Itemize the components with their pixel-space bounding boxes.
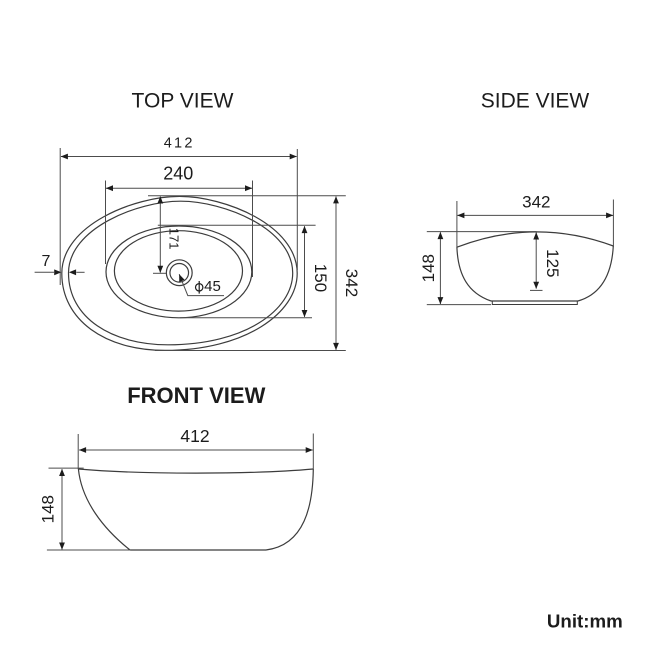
svg-text:45: 45 <box>204 278 221 295</box>
svg-text:SIDE VIEW: SIDE VIEW <box>481 90 590 113</box>
svg-text:148: 148 <box>419 254 438 282</box>
svg-text:7: 7 <box>42 253 51 270</box>
svg-text:FRONT VIEW: FRONT VIEW <box>127 383 265 408</box>
svg-text:342: 342 <box>342 269 361 297</box>
svg-text:Unit:mm: Unit:mm <box>547 611 623 632</box>
svg-text:TOP VIEW: TOP VIEW <box>132 90 234 113</box>
svg-text:171: 171 <box>167 228 182 250</box>
svg-text:125: 125 <box>543 249 562 277</box>
svg-text:148: 148 <box>38 495 57 523</box>
svg-text:240: 240 <box>163 163 193 183</box>
svg-text:412: 412 <box>164 136 195 152</box>
svg-text:150: 150 <box>311 264 330 292</box>
svg-text:412: 412 <box>180 426 209 446</box>
svg-text:342: 342 <box>522 192 550 211</box>
